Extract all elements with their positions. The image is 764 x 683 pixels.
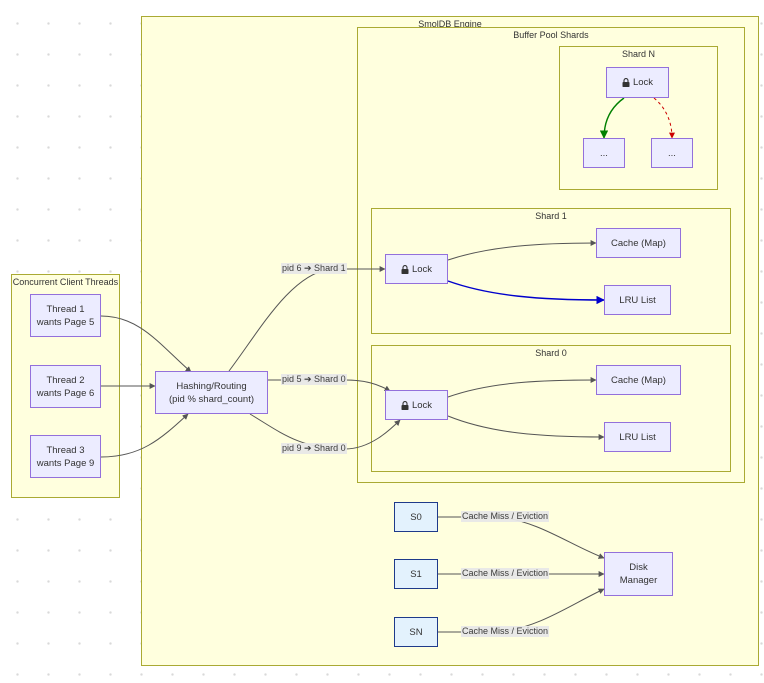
shard-node-sn: SN	[394, 617, 438, 647]
shard-n-lock-label: Lock	[632, 77, 654, 88]
shard-node-s1: S1	[394, 559, 438, 589]
router-formula: (pid % shard_count)	[168, 393, 255, 405]
lock-icon	[622, 78, 630, 87]
shard-1-lru-label: LRU List	[619, 294, 656, 306]
shard-n-child-b-label: ...	[668, 147, 676, 159]
thread-1-label: Thread 1	[46, 303, 85, 315]
shard-1-cache-node: Cache (Map)	[596, 228, 681, 258]
edge-router-shard1	[228, 266, 386, 372]
edge-label-miss-s1: Cache Miss / Eviction	[461, 568, 550, 579]
edge-shard0-lock-cache	[447, 377, 597, 398]
edge-label-pid5: pid 5 ➔ Shard 0	[281, 374, 347, 385]
shard-n-child-a-label: ...	[600, 147, 608, 159]
shard-0-lru-label: LRU List	[619, 431, 656, 443]
buffer-pool-cluster-title: Buffer Pool Shards	[513, 30, 589, 40]
edge-label-pid9: pid 9 ➔ Shard 0	[281, 443, 347, 454]
lock-icon	[401, 400, 409, 410]
edge-thread1-router	[100, 315, 192, 373]
shard-0-cluster-title: Shard 0	[535, 348, 567, 358]
shard-node-sn-label: SN	[409, 626, 423, 638]
disk-manager-line2: Manager	[619, 575, 658, 586]
edge-label-miss-s0: Cache Miss / Eviction	[461, 511, 550, 522]
shard-0-cache-node: Cache (Map)	[596, 365, 681, 395]
shard-n-child-b: ...	[651, 138, 693, 168]
shard-0-lock-label: Lock	[411, 399, 433, 411]
edge-label-miss-sn: Cache Miss / Eviction	[461, 626, 550, 637]
edge-thread3-router	[100, 413, 189, 458]
shard-1-lru-node: LRU List	[604, 285, 671, 315]
edge-shard1-lock-lru	[447, 280, 605, 305]
shard-n-cluster-title: Shard N	[621, 49, 656, 59]
shard-0-cache-label: Cache (Map)	[611, 374, 666, 386]
edge-shardn-lock-left	[599, 97, 625, 139]
shard-node-s0-label: S0	[410, 511, 422, 523]
shard-0-lru-node: LRU List	[604, 422, 671, 452]
thread-3-label: Thread 3	[46, 444, 85, 456]
disk-manager-line1: Disk	[629, 562, 648, 573]
shard-1-lock-label: Lock	[411, 263, 433, 275]
shard-node-s1-label: S1	[410, 568, 422, 580]
edge-s0-disk	[438, 516, 605, 559]
threads-cluster-title: Concurrent Client Threads	[12, 277, 119, 287]
shard-1-cluster-title: Shard 1	[535, 211, 567, 221]
shard-0-lock-node: Lock	[385, 390, 448, 420]
thread-3-page: wants Page 9	[36, 457, 95, 469]
engine-cluster-title: SmolDB Engine	[418, 19, 482, 29]
shard-n-child-a: ...	[583, 138, 625, 168]
edge-label-pid6: pid 6 ➔ Shard 1	[281, 263, 347, 274]
thread-1-page: wants Page 5	[36, 316, 95, 328]
edge-shard0-lock-lru	[447, 415, 605, 440]
router-title: Hashing/Routing	[176, 380, 247, 392]
hashing-router-node: Hashing/Routing(pid % shard_count)	[155, 371, 268, 414]
edge-shard1-lock-cache	[447, 240, 597, 261]
thread-2-label: Thread 2	[46, 374, 85, 386]
shard-1-cache-label: Cache (Map)	[611, 237, 666, 249]
shard-node-s0: S0	[394, 502, 438, 532]
edge-shardn-lock-right	[653, 97, 675, 139]
shard-n-lock-node: Lock	[606, 67, 669, 98]
shard-1-lock-node: Lock	[385, 254, 448, 284]
thread-2-page: wants Page 6	[36, 387, 95, 399]
lock-icon	[401, 264, 409, 274]
